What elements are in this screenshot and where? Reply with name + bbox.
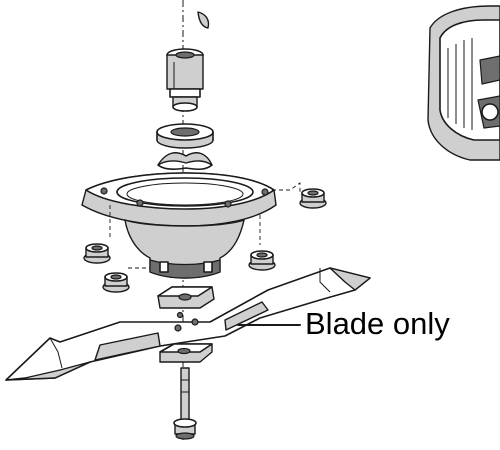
woodruff-key — [197, 11, 210, 29]
engine-housing-fragment — [427, 5, 500, 161]
spring-washer — [157, 152, 213, 171]
callout-label-blade-only: Blade only — [305, 306, 450, 341]
flange-nut — [299, 188, 327, 209]
blade-bolt — [173, 367, 197, 440]
bearing — [156, 123, 214, 149]
flange-nut — [83, 243, 111, 264]
blade-boss-hub — [81, 172, 277, 279]
lower-blade-plate — [159, 343, 213, 363]
stud-projection-line — [272, 182, 301, 195]
flange-nut — [248, 250, 276, 271]
mower-blade — [5, 267, 371, 381]
flange-nut — [102, 272, 130, 293]
upper-blade-plate — [157, 286, 215, 309]
blade-adapter-spindle — [166, 48, 204, 112]
